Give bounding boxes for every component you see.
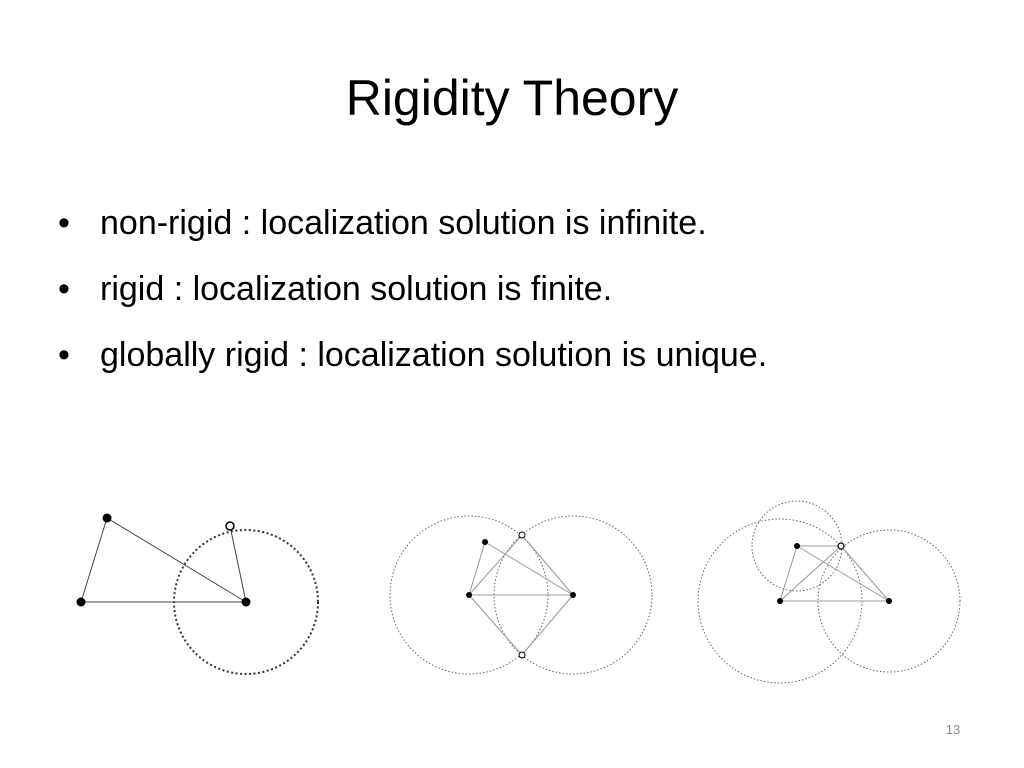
bullet-dot-icon: • [58,204,70,242]
bullet-text: globally rigid : localization solution i… [100,336,768,374]
bullet-item-non-rigid: • non-rigid : localization solution is i… [58,190,978,256]
edge [521,534,574,596]
edge [468,594,523,656]
candidate-node [518,531,526,539]
rigid-diagram [389,515,653,675]
bullet-item-rigid: • rigid : localization solution is finit… [58,256,978,322]
node [466,592,472,598]
candidate-node [518,651,526,659]
bullet-item-globally-rigid: • globally rigid : localization solution… [58,322,978,388]
slide-number: 13 [945,722,961,737]
free-node [225,521,235,531]
edge [468,541,486,596]
distance-circle [817,529,961,673]
slide-title: Rigidity Theory [345,70,679,126]
edge [106,517,247,603]
node [482,539,488,545]
bullet-list: • non-rigid : localization solution is i… [58,190,978,388]
node [570,592,576,598]
node [777,598,783,604]
node [76,597,86,607]
edge [229,525,247,603]
non-rigid-diagram [76,513,319,675]
edge [484,541,574,596]
bullet-dot-icon: • [58,270,70,308]
distance-circle [493,515,653,675]
edge [80,517,108,603]
edge [468,534,523,596]
edge [840,545,890,602]
edge [521,594,574,656]
globally-rigid-diagram [697,500,961,684]
node [241,597,251,607]
node [794,543,800,549]
edge [779,545,798,602]
edge [796,545,890,602]
bullet-text: non-rigid : localization solution is inf… [100,204,707,242]
node [102,513,112,523]
node [886,598,892,604]
bullet-text: rigid : localization solution is finite. [100,270,613,308]
unique-node [837,542,845,550]
bullet-dot-icon: • [58,336,70,374]
edge [779,545,842,602]
